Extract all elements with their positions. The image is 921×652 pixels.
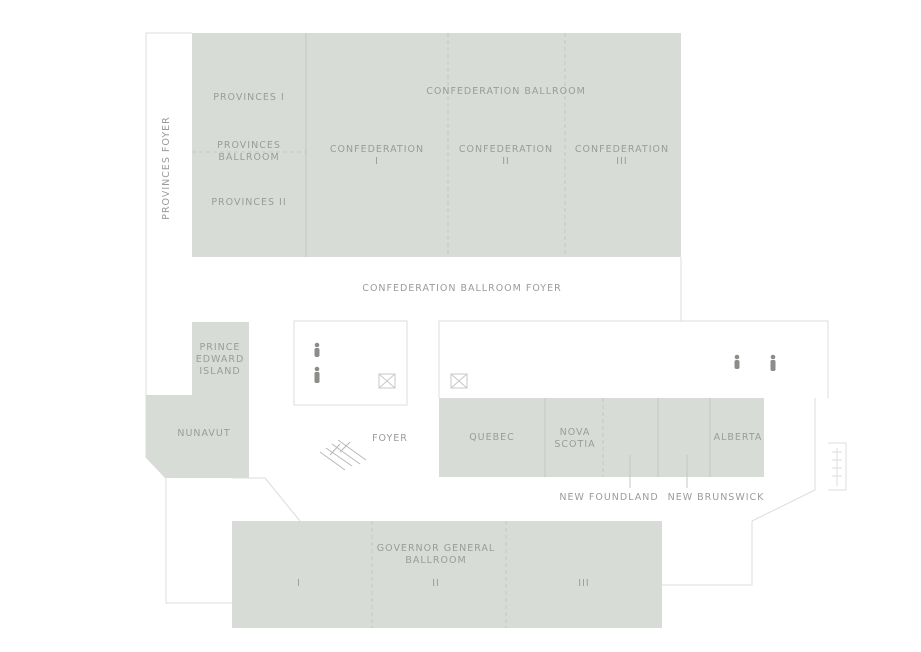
confederation-block — [192, 33, 681, 257]
label-line: CONFEDERATION — [458, 144, 554, 155]
person-icon — [314, 342, 776, 383]
provinces-i-label: PROVINCES I — [213, 92, 285, 103]
provinces-foyer-label: PROVINCES FOYER — [161, 116, 172, 220]
confederation-foyer-label: CONFEDERATION BALLROOM FOYER — [362, 283, 562, 294]
label-line: CONFEDERATION — [574, 144, 670, 155]
label-line: ISLAND — [199, 366, 241, 377]
label-line: BALLROOM — [405, 555, 467, 566]
label-line: BALLROOM — [218, 152, 280, 163]
gg-ii-label: II — [432, 578, 440, 589]
nunavut-room — [146, 395, 249, 478]
stair-lines — [832, 448, 842, 486]
label-line: SCOTIA — [554, 439, 596, 450]
label-line: EDWARD — [195, 354, 245, 365]
governor-general-ballroom — [232, 521, 662, 628]
new-brunswick-label: NEW BRUNSWICK — [667, 492, 765, 503]
provinces-ii-label: PROVINCES II — [211, 197, 287, 208]
stairs-icon — [319, 439, 367, 471]
foyer-label: FOYER — [372, 433, 408, 444]
label-line: GOVERNOR GENERAL — [376, 543, 496, 554]
gg-iii-label: III — [578, 578, 590, 589]
label-line: PRINCE — [199, 342, 241, 353]
outer-wall — [145, 32, 847, 604]
quebec-label: QUEBEC — [469, 432, 515, 443]
label-line: III — [616, 156, 628, 167]
label-line: NOVA — [559, 427, 591, 438]
label-line: I — [375, 156, 379, 167]
label-line: CONFEDERATION — [329, 144, 425, 155]
new-foundland-label: NEW FOUNDLAND — [559, 492, 659, 503]
label-line: PROVINCES — [217, 140, 281, 151]
alberta-label: ALBERTA — [713, 432, 763, 443]
label-line: II — [502, 156, 510, 167]
confederation-ballroom-label: CONFEDERATION BALLROOM — [426, 86, 586, 97]
nunavut-label: NUNAVUT — [177, 428, 231, 439]
gg-i-label: I — [297, 578, 301, 589]
elevator-icon — [378, 373, 468, 389]
pei-room — [192, 322, 249, 398]
